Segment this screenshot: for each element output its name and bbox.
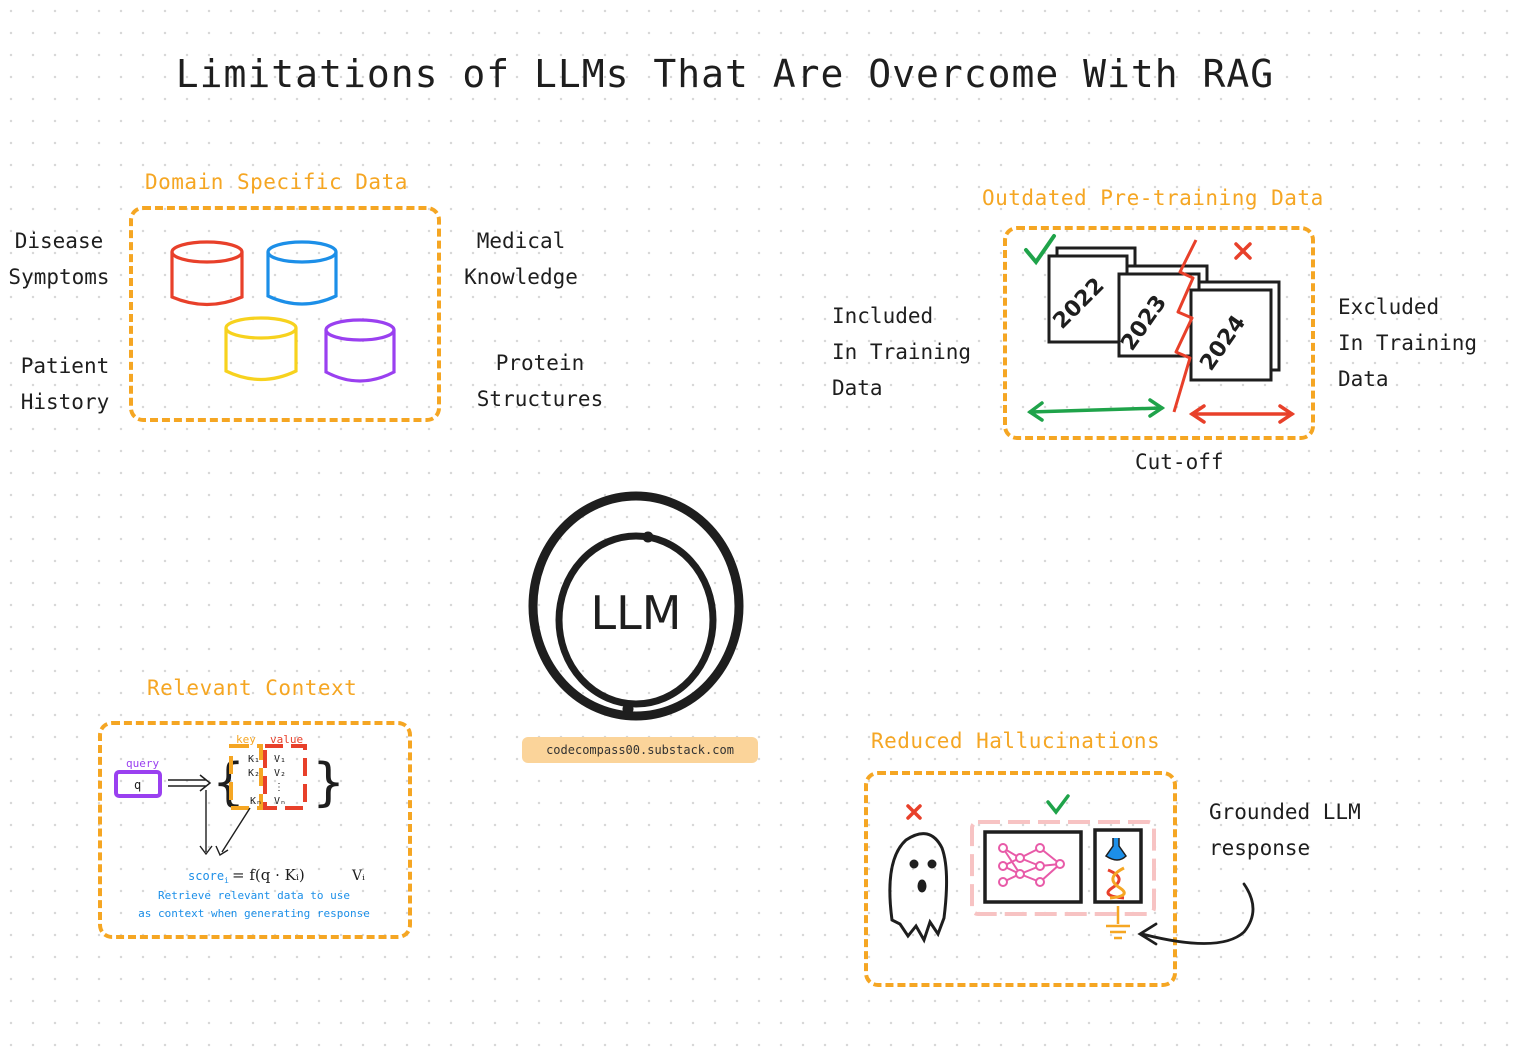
outdated-heading: Outdated Pre-training Data (982, 186, 1324, 210)
database-icon (170, 240, 244, 307)
grounded-response-label: Grounded LLM response (1209, 800, 1361, 860)
neural-network-icon (998, 843, 1065, 887)
score-text: scorei (188, 869, 229, 885)
formula-value: Vᵢ (351, 868, 365, 884)
patient-history-label: Patient History (20, 354, 110, 414)
included-arrow (1026, 398, 1166, 422)
svg-text:K₁: K₁ (248, 754, 260, 765)
cutoff-line (1172, 239, 1198, 413)
domain-specific-heading: Domain Specific Data (145, 170, 408, 194)
database-icon (324, 318, 396, 383)
svg-text:{: { (212, 753, 245, 813)
key-column (229, 744, 263, 810)
cross-icon (1234, 242, 1252, 260)
formula: = f(q · Kᵢ) (232, 866, 305, 884)
check-icon (1046, 794, 1070, 815)
included-label: Included In Training Data (832, 304, 972, 400)
document-2024 (1189, 288, 1273, 382)
page-title: Limitations of LLMs That Are Overcome Wi… (175, 52, 1275, 96)
reduced-hallucinations-box (864, 771, 1177, 987)
svg-text:⋮: ⋮ (274, 782, 284, 793)
value-column (263, 744, 307, 810)
relevant-context-heading: Relevant Context (147, 676, 358, 700)
svg-text:}: } (312, 753, 345, 813)
dna-icon (1106, 866, 1126, 900)
database-icon (266, 240, 338, 306)
svg-text:Vₙ: Vₙ (274, 796, 286, 807)
document-2022 (1047, 254, 1129, 344)
domain-specific-box (129, 206, 441, 422)
check-icon (1024, 234, 1056, 266)
database-icon (224, 316, 298, 381)
ground-icon (1106, 906, 1130, 940)
llm-label: LLM (591, 586, 682, 640)
flask-icon (1104, 838, 1127, 861)
svg-text:V₁: V₁ (274, 754, 286, 765)
svg-text:Kₙ: Kₙ (250, 796, 262, 807)
value-label: value (270, 733, 303, 746)
credit-label: codecompass00.substack.com (522, 737, 758, 763)
reduced-hallucinations-heading: Reduced Hallucinations (871, 729, 1161, 753)
cutoff-label: Cut-off (1135, 450, 1224, 474)
query-symbol: q (134, 778, 141, 792)
svg-text:V₂: V₂ (274, 768, 286, 779)
curved-arrow (1137, 882, 1255, 946)
caption-line-1: Retrieve relevant data to use (158, 889, 350, 902)
disease-symptoms-label: Disease Symptoms (8, 229, 110, 289)
relevant-context-box (98, 721, 412, 939)
grounding-frame (970, 820, 1156, 916)
medical-knowledge-label: Medical Knowledge (464, 229, 578, 289)
excluded-label: Excluded In Training Data (1338, 295, 1478, 391)
excluded-arrow (1188, 404, 1296, 424)
outdated-box (1003, 226, 1315, 440)
ghost-icon (888, 832, 949, 944)
protein-structures-label: Protein Structures (476, 351, 604, 411)
svg-text:K₂: K₂ (248, 768, 260, 779)
query-label: query (126, 757, 159, 770)
query-box (114, 770, 162, 798)
cross-icon (906, 804, 922, 820)
caption-line-2: as context when generating response (138, 907, 370, 920)
key-label: key (236, 733, 256, 746)
